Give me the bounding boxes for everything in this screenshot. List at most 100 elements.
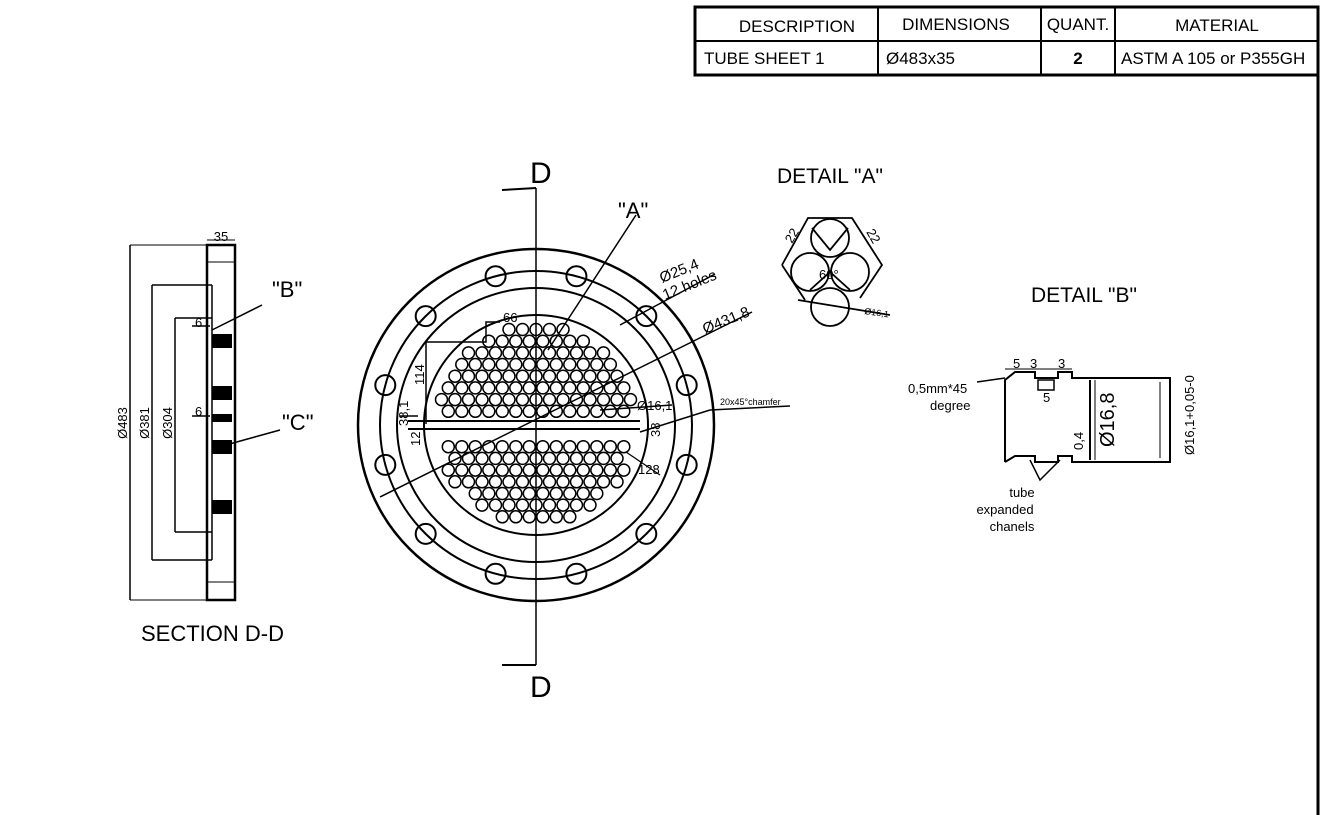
tube-hole [556,322,570,337]
tube-hole [536,486,550,501]
tube-hole [590,439,604,454]
tube-hole [576,381,591,395]
section-dim-6-top: 6 [195,315,202,330]
tube-hole [549,510,564,524]
tube-hole [556,369,570,383]
tube-hole [461,369,476,383]
tube-hole [556,346,570,360]
tube-hole [529,322,543,337]
tube-hole [482,486,496,501]
header-quantity: QUANT. [1047,15,1109,34]
tube-hole [455,357,469,372]
dim-66: 66 [503,310,517,325]
tube-hole [515,498,530,512]
tube-dia: Ø16,1 [637,398,672,413]
tube-hole [522,334,537,348]
bolt-hole [374,453,397,476]
tube-hole [617,463,631,477]
tube-hole [596,392,611,407]
front-view [356,187,716,666]
tube-hole [563,463,577,477]
tube-hole [509,439,523,454]
cell-quantity: 2 [1073,49,1082,68]
tube-hole [576,439,591,454]
tube-hole [596,369,611,383]
tube-hole [495,463,510,477]
tube-hole [495,381,510,395]
tube-hole [475,498,489,512]
tube-hole [536,357,550,372]
tube-hole [576,486,591,501]
detail-a-title: DETAIL "A" [777,165,883,188]
tube-hole [482,357,496,372]
detail-b-dim-5-groove: 5 [1043,390,1050,405]
tube-hole [542,369,557,383]
tube-hole [563,439,577,454]
tube-hole [563,357,577,372]
detail-a-angle: 60° [819,267,839,282]
tube-hole [529,369,543,383]
tube-hole [569,451,584,466]
tube-hole [549,439,564,454]
tube-hole [583,392,597,407]
dia-431: Ø431,8 [700,304,752,338]
tube-hole [569,498,584,512]
tube-hole [461,392,476,407]
tube-hole [509,510,523,524]
tube-hole [536,334,550,348]
tube-hole [536,381,550,395]
detail-b-bore: Ø16,8 [1097,393,1119,447]
tube-hole [549,334,564,348]
detail-b-drawing [976,368,1171,482]
tube-hole [434,392,449,407]
section-leaders [192,304,281,449]
detail-b-dim-3b: 3 [1058,356,1065,371]
tube-hole [441,463,456,477]
tube-hole [495,439,510,454]
tube-hole [475,475,489,489]
tube-hole [495,510,510,524]
tube-hole [536,404,550,419]
cell-dimensions: Ø483x35 [886,49,955,68]
section-dim-od: Ø483 [115,407,130,439]
detail-b-tube-tol: Ø16,1+0,05-0 [1182,375,1197,455]
tube-hole [549,404,564,419]
cell-description: TUBE SHEET 1 [704,49,825,68]
tube-hole [610,475,624,489]
tube-hole [563,404,577,419]
tube-hole [522,381,537,395]
detail-b-chamfer-2: degree [930,398,970,413]
tube-hole [448,475,462,489]
section-tube-holes [212,334,232,514]
tube-hole [623,392,638,407]
tube-hole [603,463,618,477]
tube-hole [441,404,456,419]
tube-hole [488,392,503,407]
tube-hole [569,369,584,383]
tube-hole [583,346,597,360]
tube-hole [461,451,476,466]
tube-hole [509,381,523,395]
tube-hole [448,392,462,407]
tube-hole [542,392,557,407]
tube-hole [509,357,523,372]
tube-hole [509,463,523,477]
tube-hole [563,486,577,501]
tube-hole [482,463,496,477]
tube-hole [583,369,597,383]
tube-hole [549,357,564,372]
tube-hole [515,322,530,337]
tube-hole [522,404,537,419]
detail-b-dim-04: 0,4 [1071,432,1086,450]
tube-hole [482,404,496,419]
tube-hole [488,475,503,489]
tube-hole [556,475,570,489]
tube-hole [536,463,550,477]
tube-hole [610,451,624,466]
tube-hole [556,451,570,466]
tube-hole [448,369,462,383]
detail-b-chamfer-1: 0,5mm*45 [908,381,967,396]
detail-b-dim-5: 5 [1013,356,1020,371]
tube-hole [502,369,516,383]
bolt-hole [484,562,507,585]
